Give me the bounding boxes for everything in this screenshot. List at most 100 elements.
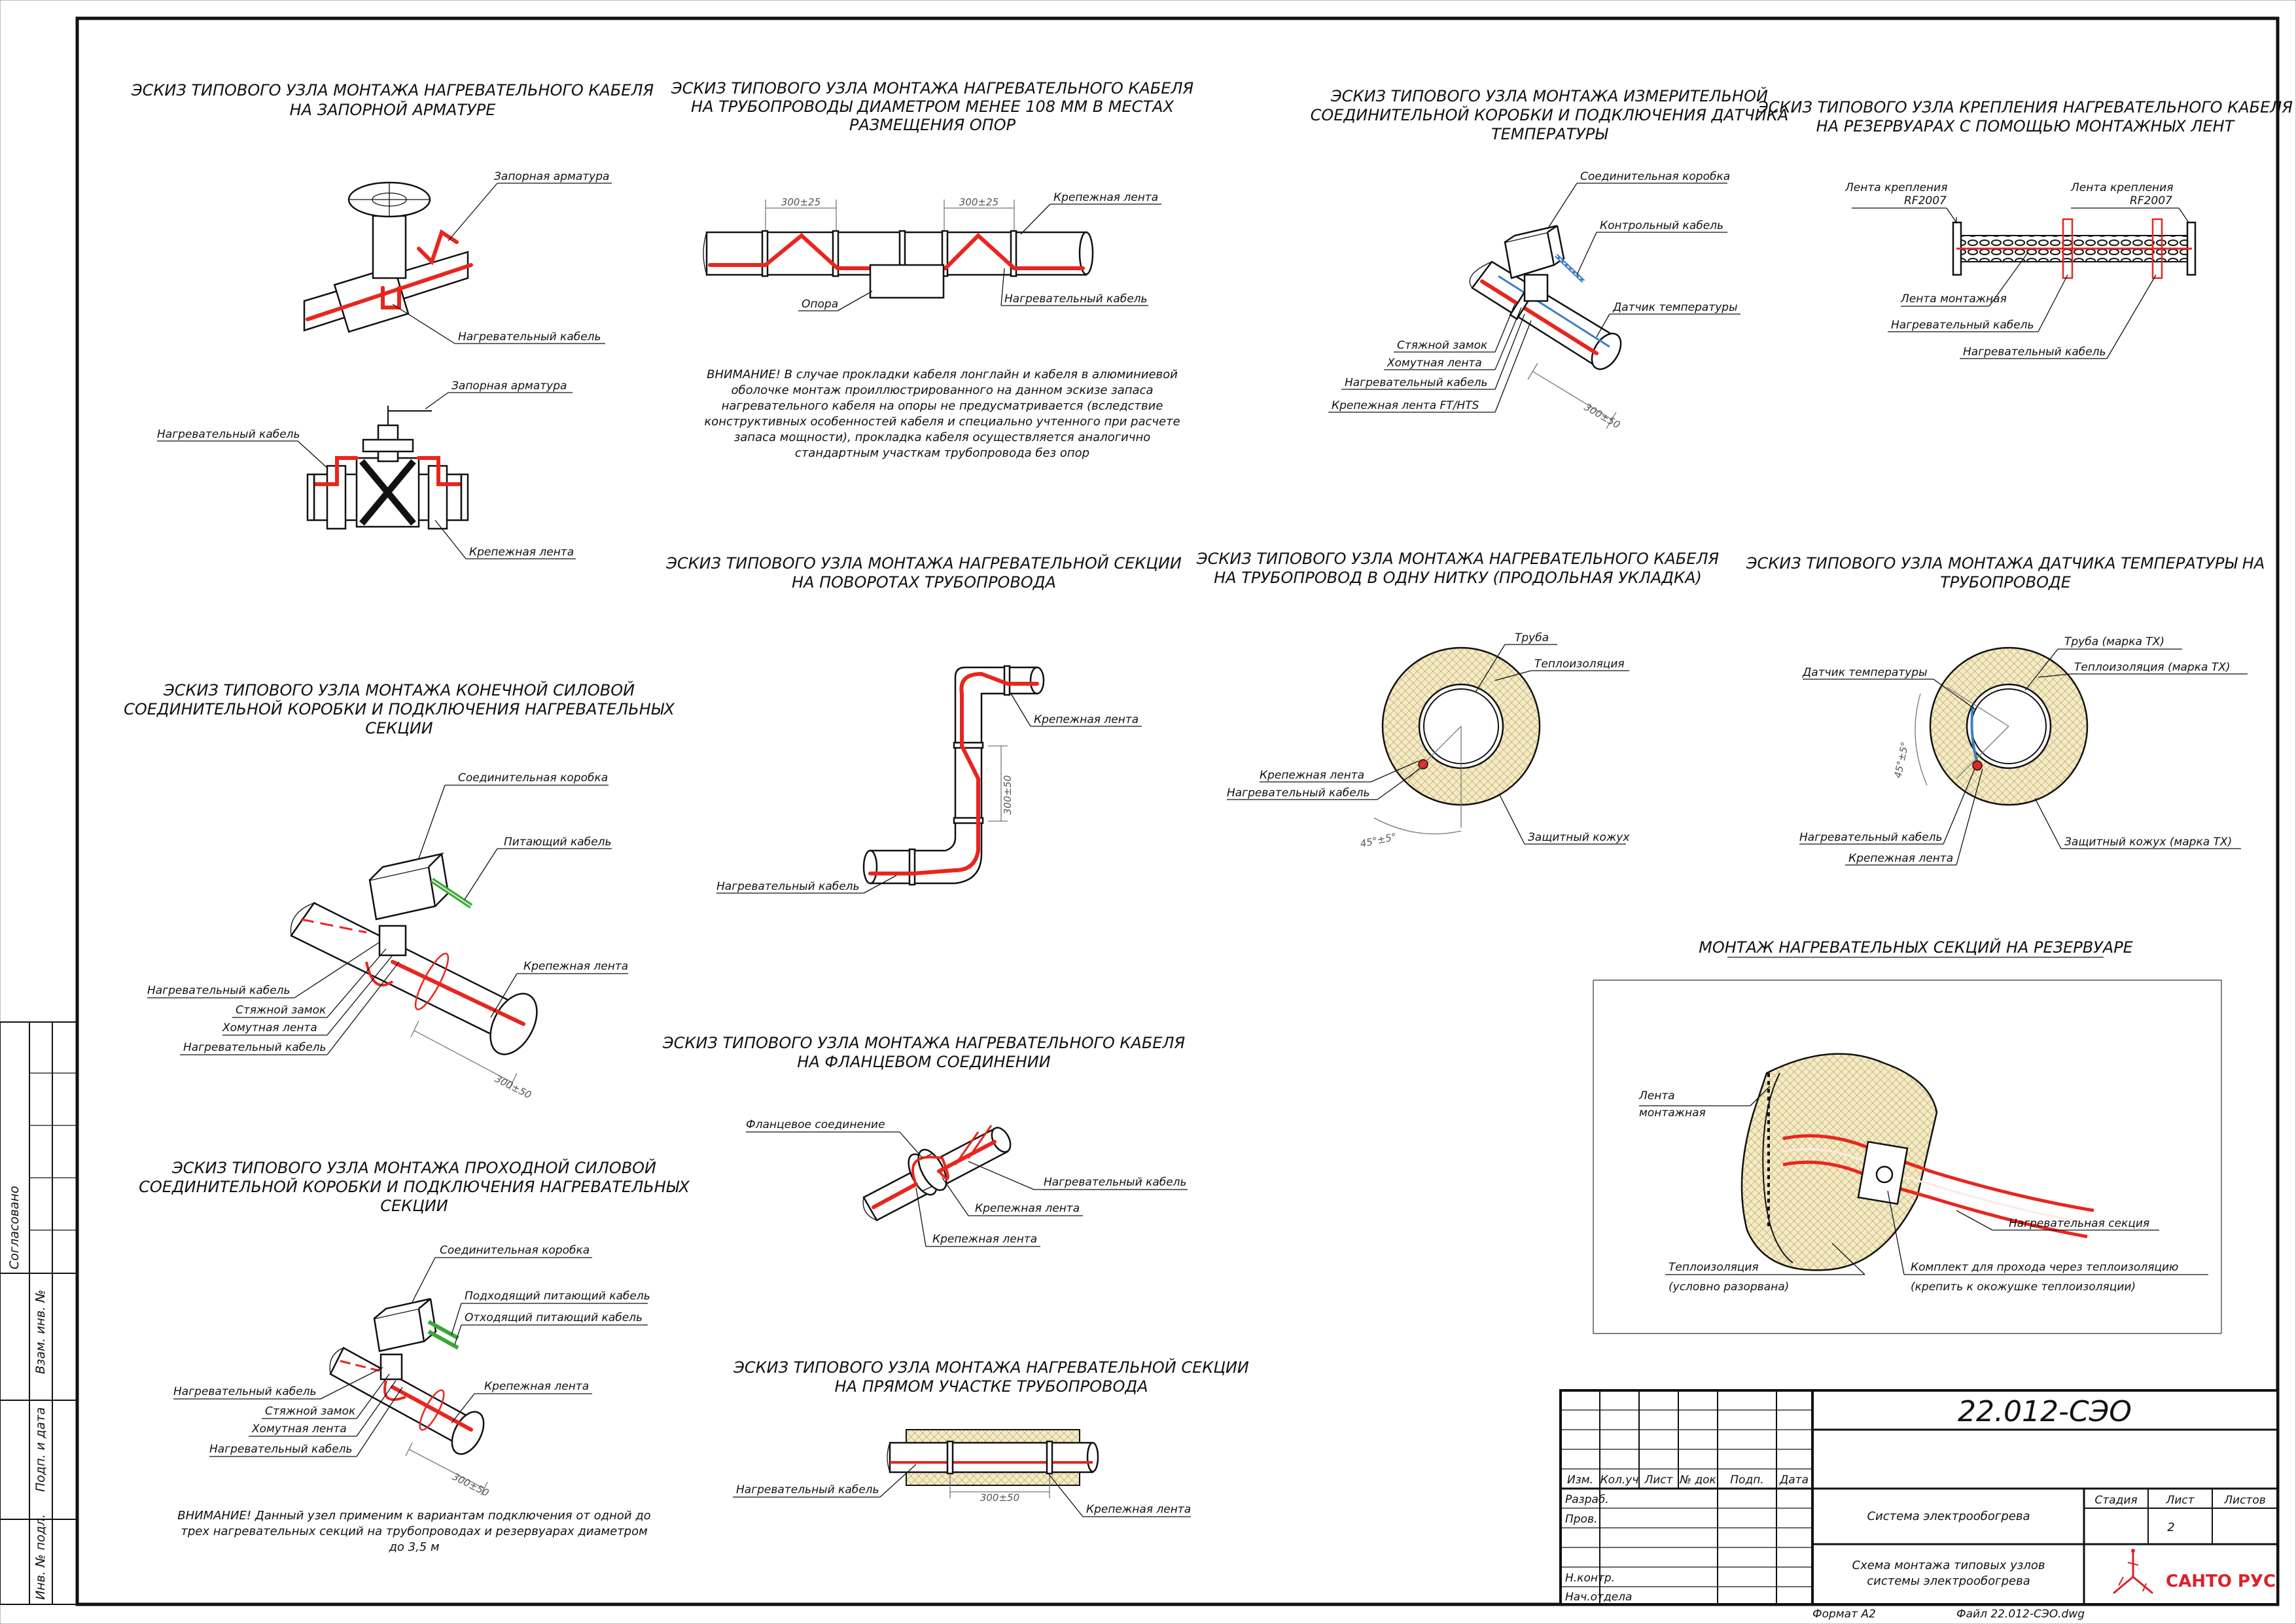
label-tank-insulation-note: (условно разорвана)	[1669, 1280, 1789, 1294]
col-izm: Изм.	[1567, 1474, 1593, 1487]
sketch-measure-box: ЭСКИЗ ТИПОВОГО УЗЛА МОНТАЖА ИЗМЕРИТЕЛЬНО…	[1311, 86, 1789, 431]
label-tape-fix-2: Лента крепления	[2070, 181, 2173, 194]
label-fixing-tape-10: Крепежная лента	[1086, 1503, 1191, 1516]
heading-flange-2: НА ФЛАНЦЕВОМ СОЕДИНЕНИИ	[797, 1053, 1050, 1071]
label-pass-kit: Комплект для прохода через теплоизоляцию	[1911, 1261, 2178, 1274]
heading-supports-1: ЭСКИЗ ТИПОВОГО УЗЛА МОНТАЖА НАГРЕВАТЕЛЬН…	[671, 79, 1194, 97]
label-mount-tape-1: Лента монтажная	[1900, 292, 2007, 306]
sketch-supports: ЭСКИЗ ТИПОВОГО УЗЛА МОНТАЖА НАГРЕВАТЕЛЬН…	[671, 79, 1194, 460]
label-heating-cable-3: Нагревательный кабель	[1004, 292, 1148, 306]
sheets-header: Листов	[2223, 1494, 2266, 1507]
label-tie-lock-3: Стяжной замок	[265, 1405, 356, 1418]
heading-pass-2: СОЕДИНИТЕЛЬНОЙ КОРОБКИ И ПОДКЛЮЧЕНИЯ НАГ…	[139, 1177, 690, 1196]
heading-straight-2: НА ПРЯМОМ УЧАСТКЕ ТРУБОПРОВОДА	[834, 1377, 1148, 1396]
label-heating-cable-12: Нагревательный кабель	[1044, 1176, 1187, 1189]
sketch-straight: ЭСКИЗ ТИПОВОГО УЗЛА МОНТАЖА НАГРЕВАТЕЛЬН…	[733, 1358, 1249, 1517]
label-fixing-tape-6: Крепежная лента	[523, 960, 628, 973]
svg-text:оболочке монтаж проиллюстриров: оболочке монтаж проиллюстрированного на …	[731, 383, 1153, 397]
sign-date-label: Подп. и дата	[33, 1407, 48, 1492]
heading-turns-2: НА ПОВОРОТАХ ТРУБОПРОВОДА	[792, 573, 1056, 591]
agreed-label: Согласовано	[7, 1186, 22, 1269]
col-podp: Подп.	[1730, 1474, 1763, 1487]
sheet-header: Лист	[2165, 1494, 2195, 1507]
label-fixing-tape-4: Крепежная лента	[1260, 769, 1364, 782]
label-rf2007-2: RF2007	[2130, 194, 2172, 207]
heading-sensor-1: ЭСКИЗ ТИПОВОГО УЗЛА МОНТАЖА ДАТЧИКА ТЕМП…	[1746, 554, 2265, 573]
label-clamp-tape-2: Хомутная лента	[222, 1021, 317, 1034]
label-pass-kit-note: (крепить к окожушке теплоизоляции)	[1911, 1280, 2136, 1294]
svg-text:нагревательного кабеля на опор: нагревательного кабеля на опоры не преду…	[722, 399, 1163, 413]
heading-end-2: СОЕДИНИТЕЛЬНОЙ КОРОБКИ И ПОДКЛЮЧЕНИЯ НАГ…	[124, 699, 675, 718]
label-tank-tape-2: монтажная	[1639, 1106, 1706, 1120]
row-nachotdela: Нач.отдела	[1565, 1591, 1632, 1604]
label-incoming-cable: Подходящий питающий кабель	[465, 1290, 650, 1303]
label-heating-cable-13: Нагревательный кабель	[173, 1385, 317, 1398]
row-nkontr: Н.контр.	[1565, 1572, 1615, 1585]
sketch-single-line: ЭСКИЗ ТИПОВОГО УЗЛА МОНТАЖА НАГРЕВАТЕЛЬН…	[1196, 550, 1720, 850]
stage-header: Стадия	[2094, 1494, 2137, 1507]
col-koluch: Кол.уч	[1600, 1474, 1639, 1487]
note-supports-warning: ВНИМАНИЕ! В случае прокладки кабеля лонг…	[704, 368, 1180, 460]
sketch-pass-box: ЭСКИЗ ТИПОВОГО УЗЛА МОНТАЖА ПРОХОДНОЙ СИ…	[139, 1158, 690, 1554]
label-fixing-tape-3: Крепежная лента	[1034, 713, 1139, 726]
label-heating-cable-7: Нагревательный кабель	[716, 880, 860, 893]
heading-valve-2: НА ЗАПОРНОЙ АРМАТУРЕ	[290, 100, 497, 119]
label-junction-box-3: Соединительная коробка	[440, 1244, 590, 1257]
dim-300-50-e: 300±50	[980, 1492, 1019, 1504]
heading-single-1: ЭСКИЗ ТИПОВОГО УЗЛА МОНТАЖА НАГРЕВАТЕЛЬН…	[1196, 550, 1720, 568]
label-heating-section: Нагревательная секция	[2009, 1217, 2149, 1230]
sketch-end-box: ЭСКИЗ ТИПОВОГО УЗЛА МОНТАЖА КОНЕЧНОЙ СИЛ…	[124, 680, 675, 1101]
system-title: Система электрообогрева	[1867, 1509, 2030, 1523]
label-fixing-tape-2: Крепежная лента	[1053, 191, 1158, 204]
svg-text:стандартным участкам трубопров: стандартным участкам трубопровода без оп…	[795, 446, 1089, 460]
label-fixing-tape-9: Крепежная лента	[484, 1380, 589, 1393]
heading-pass-3: СЕКЦИИ	[380, 1197, 448, 1215]
dim-300-50-b: 300±50	[1002, 775, 1014, 815]
label-fixing-tape-8: Крепежная лента	[932, 1233, 1037, 1246]
row-razrab: Разраб.	[1565, 1493, 1609, 1506]
label-fixing-tape-7: Крепежная лента	[975, 1202, 1080, 1215]
label-jacket-tx: Защитный кожух (марка TX)	[2064, 836, 2232, 849]
svg-text:ВНИМАНИЕ! Данный узел применим: ВНИМАНИЕ! Данный узел применим к вариант…	[177, 1509, 650, 1523]
santo-rus-logo-icon	[2113, 1549, 2153, 1595]
label-clamp-tape-3: Хомутная лента	[251, 1422, 347, 1436]
label-insulation-1: Теплоизоляция	[1534, 658, 1625, 671]
label-heating-cable-15: Нагревательный кабель	[736, 1483, 879, 1496]
label-flange-joint: Фланцевое соединение	[746, 1118, 885, 1131]
label-heating-cable-14: Нагревательный кабель	[209, 1443, 353, 1456]
sketch-valve: ЭСКИЗ ТИПОВОГО УЗЛА МОНТАЖА НАГРЕВАТЕЛЬН…	[131, 81, 654, 559]
label-tie-lock-2: Стяжной замок	[236, 1004, 327, 1017]
inv-replace-label: Взам. инв. №	[33, 1290, 48, 1374]
sketch-tank-tape: ЭСКИЗ ТИПОВОГО УЗЛА КРЕПЛЕНИЯ НАГРЕВАТЕЛ…	[1757, 98, 2293, 359]
heading-supports-3: РАЗМЕЩЕНИЯ ОПОР	[849, 116, 1016, 134]
heading-measure-2: СОЕДИНИТЕЛЬНОЙ КОРОБКИ И ПОДКЛЮЧЕНИЯ ДАТ…	[1311, 105, 1789, 124]
label-heating-cable-11: Нагревательный кабель	[183, 1041, 327, 1054]
label-heating-cable-6: Нагревательный кабель	[1963, 345, 2106, 359]
svg-text:запаса мощности), прокладка ка: запаса мощности), прокладка кабеля осуще…	[734, 431, 1151, 444]
svg-text:до 3,5 м: до 3,5 м	[388, 1540, 439, 1554]
drawing-code: 22.012-СЭО	[1958, 1395, 2132, 1428]
row-prov: Пров.	[1565, 1513, 1597, 1526]
label-valve-fitting: Запорная арматура	[494, 170, 609, 183]
heading-flange-1: ЭСКИЗ ТИПОВОГО УЗЛА МОНТАЖА НАГРЕВАТЕЛЬН…	[662, 1034, 1186, 1052]
label-pipe-1: Труба	[1515, 631, 1549, 644]
heading-measure-3: ТЕМПЕРАТУРЫ	[1491, 125, 1608, 143]
label-heating-cable-9: Нагревательный кабель	[1799, 831, 1943, 844]
heading-end-3: СЕКЦИИ	[365, 719, 433, 737]
dim-300-25-a: 300±25	[781, 196, 821, 208]
heading-straight-1: ЭСКИЗ ТИПОВОГО УЗЛА МОНТАЖА НАГРЕВАТЕЛЬН…	[733, 1358, 1249, 1377]
label-valve-fitting-2: Запорная арматура	[451, 380, 567, 393]
heading-turns-1: ЭСКИЗ ТИПОВОГО УЗЛА МОНТАЖА НАГРЕВАТЕЛЬН…	[665, 554, 1182, 573]
sketch-sensor: ЭСКИЗ ТИПОВОГО УЗЛА МОНТАЖА ДАТЧИКА ТЕМП…	[1746, 554, 2265, 866]
label-rf2007-1: RF2007	[1904, 194, 1947, 207]
label-jacket-1: Защитный кожух	[1528, 831, 1630, 844]
label-tie-lock-1: Стяжной замок	[1397, 339, 1488, 352]
file-name: Файл 22.012-СЭО.dwg	[1956, 1608, 2085, 1621]
label-fixing-tape-ft: Крепежная лента FT/HTS	[1332, 399, 1479, 412]
label-tape-fix-1: Лента крепления	[1845, 181, 1947, 194]
brand-name: САНТО РУС	[2166, 1572, 2276, 1591]
heading-valve-1: ЭСКИЗ ТИПОВОГО УЗЛА МОНТАЖА НАГРЕВАТЕЛЬН…	[131, 81, 654, 99]
sheet-format: Формат А2	[1812, 1608, 1876, 1621]
label-junction-box-2: Соединительная коробка	[458, 771, 608, 785]
svg-text:ВНИМАНИЕ! В случае прокладки к: ВНИМАНИЕ! В случае прокладки кабеля лонг…	[707, 368, 1178, 381]
